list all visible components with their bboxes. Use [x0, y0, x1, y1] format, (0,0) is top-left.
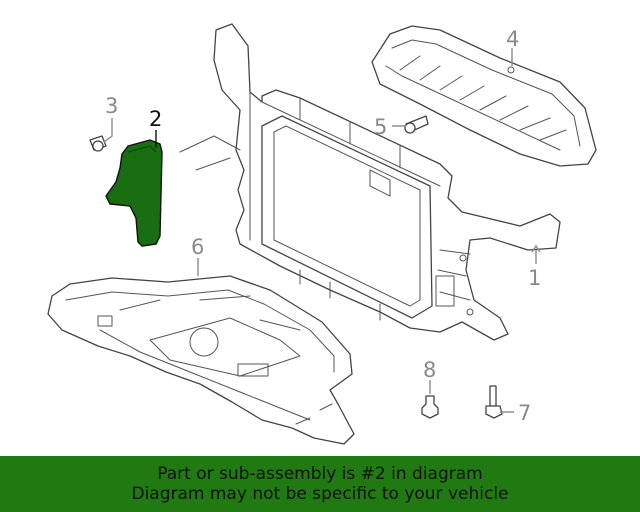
callout-7: 7 — [518, 401, 531, 425]
leader-3 — [103, 118, 113, 143]
banner-line-2: Diagram may not be specific to your vehi… — [131, 484, 509, 504]
part-3-bolt — [89, 135, 107, 152]
banner-line-1: Part or sub-assembly is #2 in diagram — [157, 464, 483, 484]
part-6-splash-shield — [47, 275, 355, 445]
parts-diagram: 1 2 3 4 5 6 7 8 — [47, 23, 597, 445]
callout-4: 4 — [506, 27, 519, 51]
part-4-upper-cover — [371, 25, 597, 167]
part-7-bolt — [485, 385, 503, 419]
info-banner: Part or sub-assembly is #2 in diagram Di… — [0, 456, 640, 512]
callout-6: 6 — [191, 235, 204, 259]
callout-2: 2 — [149, 107, 162, 131]
part-1-radiator-support — [179, 23, 561, 341]
part-5-bolt — [404, 115, 429, 134]
callout-1: 1 — [528, 266, 541, 290]
callout-5: 5 — [374, 115, 387, 139]
callout-8: 8 — [423, 358, 436, 382]
part-8-clip — [421, 395, 439, 419]
part-2-air-guide — [105, 139, 163, 247]
leader-1-tick — [531, 244, 541, 253]
callout-3: 3 — [105, 94, 118, 118]
